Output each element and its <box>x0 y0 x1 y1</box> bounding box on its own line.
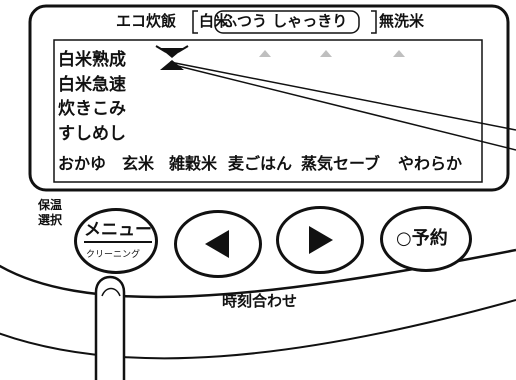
indicator-triangle <box>393 50 405 57</box>
callout-line-1 <box>169 61 516 131</box>
keep-warm-label: 保温 <box>38 198 63 212</box>
cleaning-sublabel: クリーニング <box>86 250 141 260</box>
eco-cooking-label: エコ炊飯 <box>116 12 177 30</box>
indicator-triangle <box>259 50 271 57</box>
menu-display <box>53 39 483 183</box>
reserve-button[interactable]: ○予約 <box>380 206 472 272</box>
keep-warm-label-line2: 選択 <box>38 213 63 227</box>
group-bracket-left <box>192 10 198 34</box>
texture-option-box <box>214 10 360 34</box>
left-arrow-button[interactable] <box>174 210 262 278</box>
menu-button[interactable]: メニュー クリーニング <box>74 208 158 274</box>
menu-item: 雑穀米 <box>169 154 218 173</box>
fingernail <box>101 287 121 297</box>
menu-button-label: メニュー <box>84 222 152 243</box>
finger-illustration <box>94 275 126 380</box>
casing-edge-lower <box>0 299 516 360</box>
menu-item: 玄米 <box>122 154 155 173</box>
blinking-indicator-icon <box>155 45 189 70</box>
texture-option-label: ふつう しゃっきり <box>222 12 348 30</box>
group-bracket-right <box>371 10 377 34</box>
triangle-right-icon <box>309 226 333 254</box>
menu-item: やわらか <box>398 154 463 173</box>
right-arrow-button[interactable] <box>276 206 364 274</box>
indicator-triangle <box>320 50 332 57</box>
menu-item: 炊きこみ <box>58 99 126 119</box>
menu-item: おかゆ <box>58 154 107 173</box>
menu-item: すしめし <box>58 124 126 144</box>
menu-item: 白米急速 <box>58 75 126 95</box>
white-rice-label: 白米 <box>199 12 230 30</box>
menu-item: 麦ごはん <box>228 154 293 173</box>
callout-line-2 <box>169 63 516 151</box>
triangle-left-icon <box>205 230 229 258</box>
no-wash-rice-label: 無洗米 <box>379 12 425 30</box>
reserve-button-label: ○予約 <box>396 228 448 249</box>
menu-item: 白米熟成 <box>58 50 126 70</box>
time-set-label: 時刻合わせ <box>222 292 298 310</box>
menu-item: 蒸気セーブ <box>301 154 381 173</box>
